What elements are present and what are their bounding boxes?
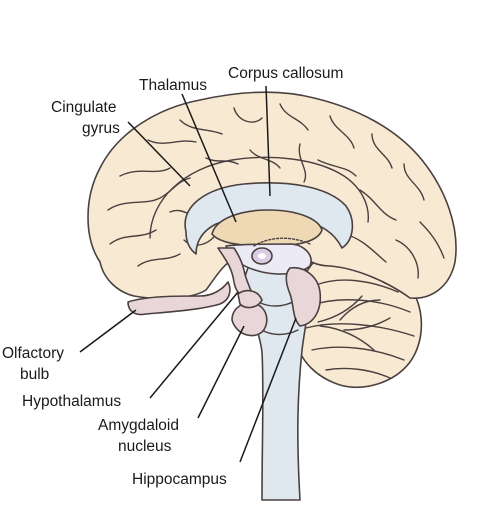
leader-thalamus (181, 93, 237, 223)
olfactory-bulb-shape (127, 281, 231, 316)
limbic-structures (217, 247, 322, 337)
label-olfactory-bulb-line2: bulb (20, 366, 49, 383)
cerebellum (294, 255, 423, 389)
leader-olfactory-bulb (79, 309, 137, 353)
label-hypothalamus: Hypothalamus (22, 393, 121, 410)
hippocampus-shape (285, 267, 322, 327)
amygdaloid-nucleus-shape (231, 302, 268, 337)
leader-hypothalamus (149, 291, 239, 399)
label-cingulate-gyrus-line1: Cingulate (51, 99, 117, 116)
label-hippocampus: Hippocampus (132, 471, 227, 488)
leader-cingulate-gyrus (127, 121, 191, 187)
leader-hippocampus (239, 317, 297, 463)
mammillary-shape (237, 289, 263, 309)
label-amygdaloid-nucleus-line2: nucleus (118, 438, 172, 455)
label-olfactory-bulb-line1: Olfactory (2, 345, 64, 362)
label-corpus-callosum: Corpus callosum (228, 65, 343, 82)
leader-lines (79, 85, 297, 463)
leader-amygdaloid-nucleus (197, 325, 245, 419)
label-cingulate-gyrus-line2: gyrus (82, 120, 120, 137)
leader-corpus-callosum (265, 85, 271, 197)
labels: Corpus callosum Thalamus Cingulate gyrus… (2, 65, 343, 488)
label-amygdaloid-nucleus-line1: Amygdaloid (98, 417, 179, 434)
label-thalamus: Thalamus (139, 77, 207, 94)
